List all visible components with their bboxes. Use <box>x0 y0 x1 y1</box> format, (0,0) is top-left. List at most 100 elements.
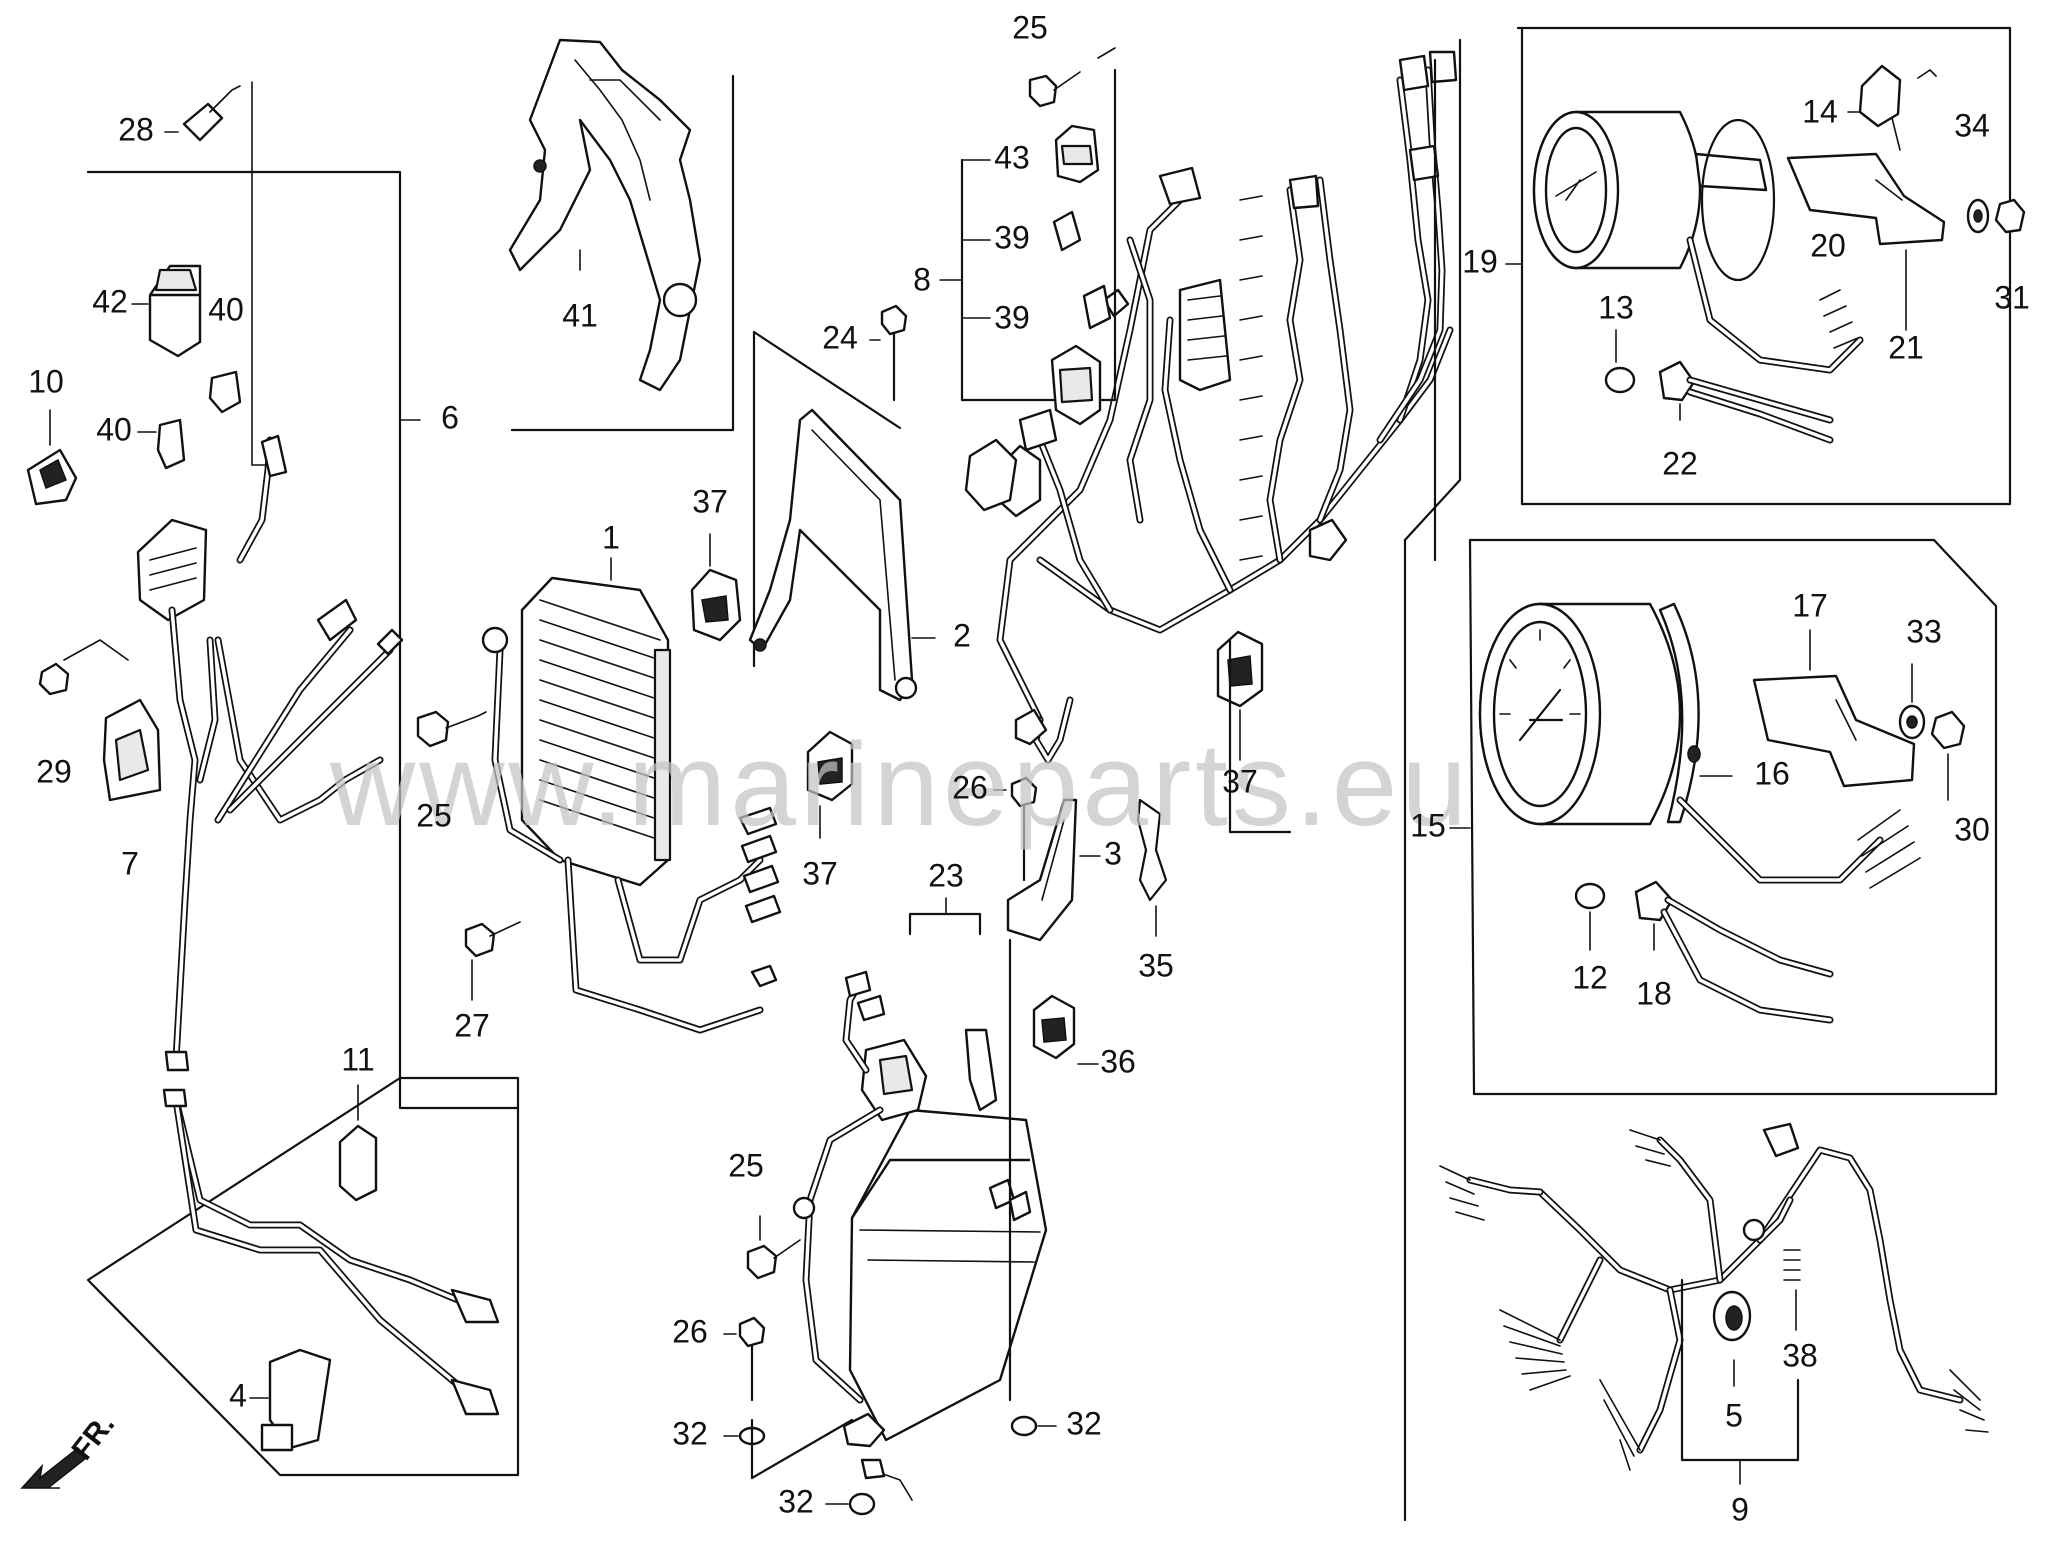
part-40-clip-lower[interactable] <box>156 418 186 470</box>
callout-26-lower[interactable]: 26 <box>672 1313 708 1349</box>
callout-19[interactable]: 19 <box>1462 243 1498 279</box>
callout-43[interactable]: 43 <box>994 139 1030 175</box>
callout-12[interactable]: 12 <box>1572 959 1608 995</box>
callout-20[interactable]: 20 <box>1810 227 1846 263</box>
part-37-clip-center[interactable] <box>806 730 854 839</box>
part-26-bolt-upper[interactable] <box>993 776 1038 882</box>
callout-23[interactable]: 23 <box>928 857 964 893</box>
part-40-clip-upper[interactable] <box>208 370 242 414</box>
part-10-clamp[interactable] <box>26 409 78 506</box>
callout-32-bottom[interactable]: 32 <box>778 1483 814 1519</box>
callout-37-right[interactable]: 37 <box>1222 763 1258 799</box>
part-24-bolt[interactable] <box>869 304 908 402</box>
callout-37-center[interactable]: 37 <box>802 855 838 891</box>
callout-36[interactable]: 36 <box>1100 1043 1136 1079</box>
part-26-bolt-lower[interactable] <box>723 1316 766 1402</box>
part-32-washer-right[interactable] <box>1010 1415 1057 1437</box>
part-31-nut[interactable] <box>1994 198 2026 234</box>
callout-15[interactable]: 15 <box>1410 807 1446 843</box>
callout-39-lower[interactable]: 39 <box>994 299 1030 335</box>
part-36-clip[interactable] <box>1032 994 1099 1065</box>
callout-32-left[interactable]: 32 <box>672 1415 708 1451</box>
callout-42[interactable]: 42 <box>92 283 128 319</box>
part-28-bolt[interactable] <box>164 81 271 466</box>
part-3-bracket[interactable] <box>1006 798 1101 942</box>
callout-25-coil[interactable]: 25 <box>728 1147 764 1183</box>
callout-21[interactable]: 21 <box>1888 329 1924 365</box>
callout-29[interactable]: 29 <box>36 753 72 789</box>
callout-22[interactable]: 22 <box>1662 445 1698 481</box>
callout-24[interactable]: 24 <box>822 319 858 355</box>
callout-26-upper[interactable]: 26 <box>952 769 988 805</box>
part-9-harness[interactable] <box>1439 1122 1989 1471</box>
part-41-bracket[interactable] <box>508 38 702 392</box>
part-2-bracket[interactable] <box>748 330 936 702</box>
callout-4[interactable]: 4 <box>229 1377 247 1413</box>
callout-38[interactable]: 38 <box>1782 1337 1818 1373</box>
callout-28[interactable]: 28 <box>118 111 154 147</box>
part-1-regulator[interactable] <box>520 557 672 887</box>
part-25-bolt-coil[interactable] <box>746 1196 816 1280</box>
part-22-socket[interactable] <box>1658 360 1834 444</box>
callout-34[interactable]: 34 <box>1954 107 1990 143</box>
part-43-switch[interactable] <box>1054 124 1100 184</box>
callout-1[interactable]: 1 <box>602 519 620 555</box>
part-13-bulb[interactable] <box>1604 329 1636 394</box>
part-17-bracket[interactable] <box>1752 629 1916 788</box>
callout-37-top[interactable]: 37 <box>692 483 728 519</box>
callout-7[interactable]: 7 <box>121 845 139 881</box>
part-30-nut[interactable] <box>1930 710 1966 801</box>
callout-11[interactable]: 11 <box>341 1041 374 1077</box>
callout-40-upper[interactable]: 40 <box>208 291 244 327</box>
callout-30[interactable]: 30 <box>1954 811 1990 847</box>
part-18-socket[interactable] <box>1634 880 1834 1024</box>
callout-6[interactable]: 6 <box>441 399 459 435</box>
part-34-washer[interactable] <box>1966 198 1990 234</box>
callout-16[interactable]: 16 <box>1754 755 1790 791</box>
callout-3[interactable]: 3 <box>1104 835 1122 871</box>
callout-40-lower[interactable]: 40 <box>96 411 132 447</box>
part-7-cover[interactable] <box>102 698 162 802</box>
part-37-clip-top[interactable] <box>690 533 742 642</box>
callout-41[interactable]: 41 <box>562 297 598 333</box>
callout-25-left[interactable]: 25 <box>416 797 452 833</box>
part-42-switch[interactable] <box>148 264 202 358</box>
callout-2[interactable]: 2 <box>953 617 971 653</box>
callout-25-top[interactable]: 25 <box>1012 9 1048 45</box>
part-25-bolt-left[interactable] <box>416 710 487 748</box>
callout-17[interactable]: 17 <box>1792 587 1828 623</box>
part-14-clip[interactable] <box>1847 64 1937 151</box>
part-35-clip[interactable] <box>1136 798 1168 937</box>
part-27-bolt[interactable] <box>464 921 521 1001</box>
part-15-gauge[interactable] <box>1478 602 1921 889</box>
callout-33[interactable]: 33 <box>1906 613 1942 649</box>
part-25-bolt-top[interactable] <box>1028 47 1116 108</box>
part-39-fuse-lower[interactable] <box>1082 284 1112 330</box>
callout-13[interactable]: 13 <box>1598 289 1634 325</box>
callout-9[interactable]: 9 <box>1731 1491 1749 1527</box>
callout-31[interactable]: 31 <box>1994 279 2030 315</box>
part-12-bulb[interactable] <box>1574 882 1606 951</box>
part-32-washer-bottom[interactable] <box>825 1458 913 1516</box>
part-20-ring[interactable] <box>1700 118 1776 282</box>
callout-5[interactable]: 5 <box>1725 1397 1743 1433</box>
callout-10[interactable]: 10 <box>28 363 64 399</box>
callout-8[interactable]: 8 <box>913 261 931 297</box>
callout-35[interactable]: 35 <box>1138 947 1174 983</box>
part-38-tie[interactable] <box>1783 1249 1801 1331</box>
part-39-fuse-upper[interactable] <box>1052 210 1082 252</box>
callout-39-upper[interactable]: 39 <box>994 219 1030 255</box>
part-4-clamp[interactable] <box>249 1348 332 1452</box>
callout-18[interactable]: 18 <box>1636 975 1672 1011</box>
callout-14[interactable]: 14 <box>1802 93 1838 129</box>
callout-27[interactable]: 27 <box>454 1007 490 1043</box>
part-19-gauge[interactable] <box>1532 110 1864 374</box>
part-29-nut[interactable] <box>38 639 129 696</box>
part-23-coil[interactable] <box>802 897 1048 1448</box>
part-32-washer-left[interactable] <box>723 1418 854 1480</box>
part-11-bushing[interactable] <box>338 1084 378 1202</box>
part-5-grommet[interactable] <box>1712 1290 1752 1387</box>
part-33-washer[interactable] <box>1898 663 1926 740</box>
callout-32-right[interactable]: 32 <box>1066 1405 1102 1441</box>
part-21-bracket[interactable] <box>1786 152 1946 331</box>
